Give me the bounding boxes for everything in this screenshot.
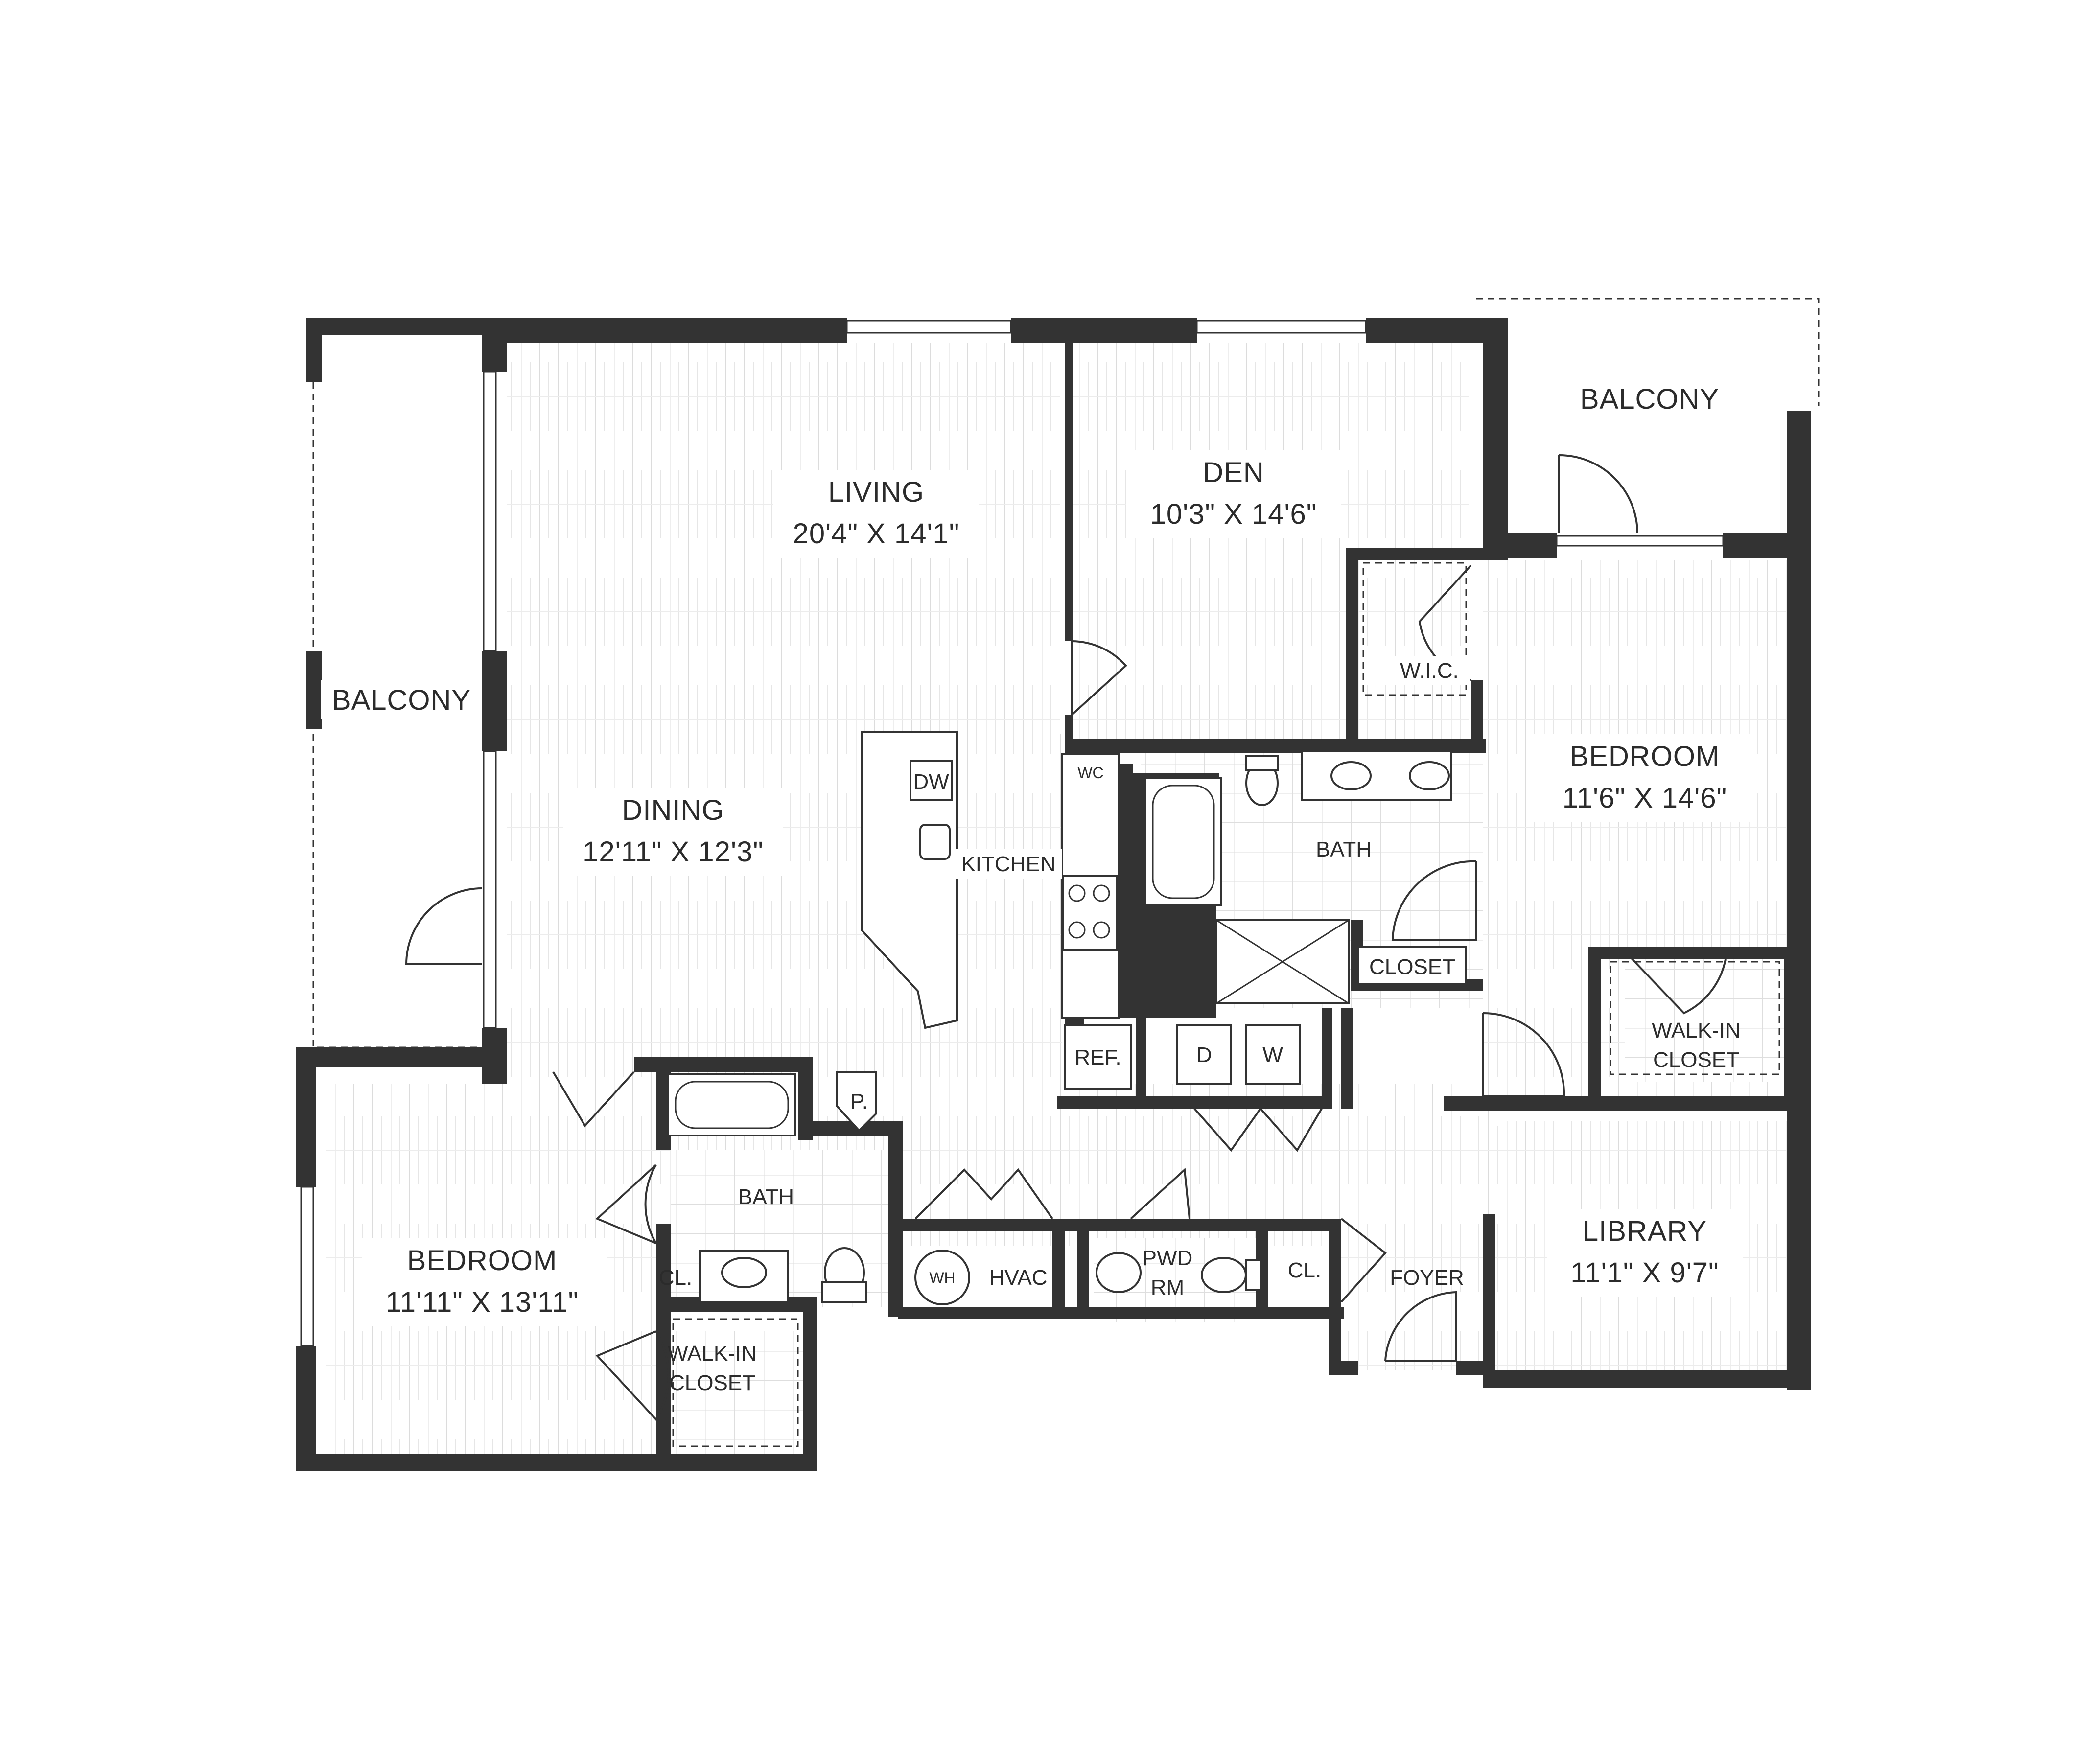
right-balcony-outline [1476,298,1820,406]
dishwasher [910,760,953,801]
ref-label: REF. [1074,1045,1121,1069]
pwd-label-2: RM [1151,1275,1184,1299]
dw-label: DW [913,770,949,794]
main-bedroom-floor-b [1483,979,1601,1106]
balcony-right-door [1558,454,1638,534]
pantry [836,1071,877,1132]
living-name: LIVING [828,476,924,508]
main-bedroom-dim: 11'6" X 14'6" [1563,782,1727,814]
main-bedroom-name: BEDROOM [1570,741,1720,772]
balcony-left-label: BALCONY [332,684,471,716]
pwd-toilet [1201,1257,1247,1293]
second-tub [667,1073,796,1136]
water-heater [914,1250,970,1305]
vanity-sink-2 [1409,761,1450,790]
wh-label: WH [929,1269,955,1287]
living-dim: 20'4" X 14'1" [793,518,960,550]
dining-dim: 12'11" X 12'3" [583,836,764,868]
bedroom-window [300,1186,314,1347]
balcony-left-door [405,887,483,965]
dining-name: DINING [622,794,724,826]
left-wic-door [595,1330,670,1421]
den-window [1196,320,1367,334]
balcony-door-glass [1556,535,1724,547]
wic-label: W.I.C. [1400,659,1459,683]
fixtures [667,562,1780,1447]
kitchen-label: KITCHEN [961,852,1055,876]
wc-label: WC [1077,764,1103,782]
walkin-right-door [1629,956,1727,1015]
room-labels: LIVING 20'4" X 14'1" DEN 10'3" X 14'6" D… [321,383,1757,1395]
foyer-label: FOYER [1390,1266,1464,1290]
refrigerator [1064,1024,1132,1090]
pwd-door [1130,1167,1190,1220]
vanity-sink-1 [1330,761,1372,790]
cl-foyer-label: CL. [1288,1258,1321,1282]
bedroom-main-door [1482,1012,1565,1097]
library-name: LIBRARY [1583,1215,1707,1247]
second-bedroom-name: BEDROOM [407,1245,558,1276]
pwd-label-1: PWD [1143,1246,1193,1270]
foyer-cl-door [1340,1218,1387,1303]
island-sink [919,824,951,860]
kitchen-island [861,731,958,1029]
hall-closet-door [914,1168,1053,1220]
washer-label: W [1262,1043,1283,1067]
left-window-1 [483,371,497,652]
walls [296,318,1811,1471]
library-dim: 11'1" X 9'7" [1570,1257,1719,1289]
windows [300,320,1724,1347]
closet-label-box [1357,946,1467,985]
bath-door [1391,860,1477,941]
den-dim: 10'3" X 14'6" [1150,498,1317,530]
cl-left-label: CL. [659,1266,692,1290]
main-bath-label: BATH [1316,837,1372,861]
dining-bath-door [552,1071,635,1128]
closet-label: CLOSET [1369,955,1455,979]
second-bedroom-dim: 11'11" X 13'11" [386,1286,579,1318]
main-tub [1144,777,1222,906]
laundry-door [1193,1107,1323,1152]
dryer [1176,1024,1232,1085]
walkin-left-label-1: WALK-IN [668,1342,757,1366]
pantry-label: P. [850,1090,868,1113]
left-wic-floor [663,1331,815,1459]
washer [1245,1024,1301,1085]
left-window-2 [483,750,497,1029]
foyer-floor [1341,1126,1498,1370]
dryer-label: D [1196,1043,1212,1067]
cooktop [1062,875,1118,951]
den-door [1071,640,1127,716]
walkin-left-label-2: CLOSET [669,1371,755,1395]
second-bath-label: BATH [738,1185,794,1209]
den-name: DEN [1203,457,1264,488]
balconies [312,298,1820,1048]
balcony-right-label: BALCONY [1580,383,1719,415]
bath2-door [595,1164,658,1246]
walkin-right-label-2: CLOSET [1653,1048,1739,1072]
living-window [846,320,1012,334]
walkin-right-label-1: WALK-IN [1652,1019,1741,1043]
hvac-label: HVAC [989,1266,1048,1290]
entry-door [1384,1291,1457,1362]
pwd-sink [1096,1252,1142,1293]
